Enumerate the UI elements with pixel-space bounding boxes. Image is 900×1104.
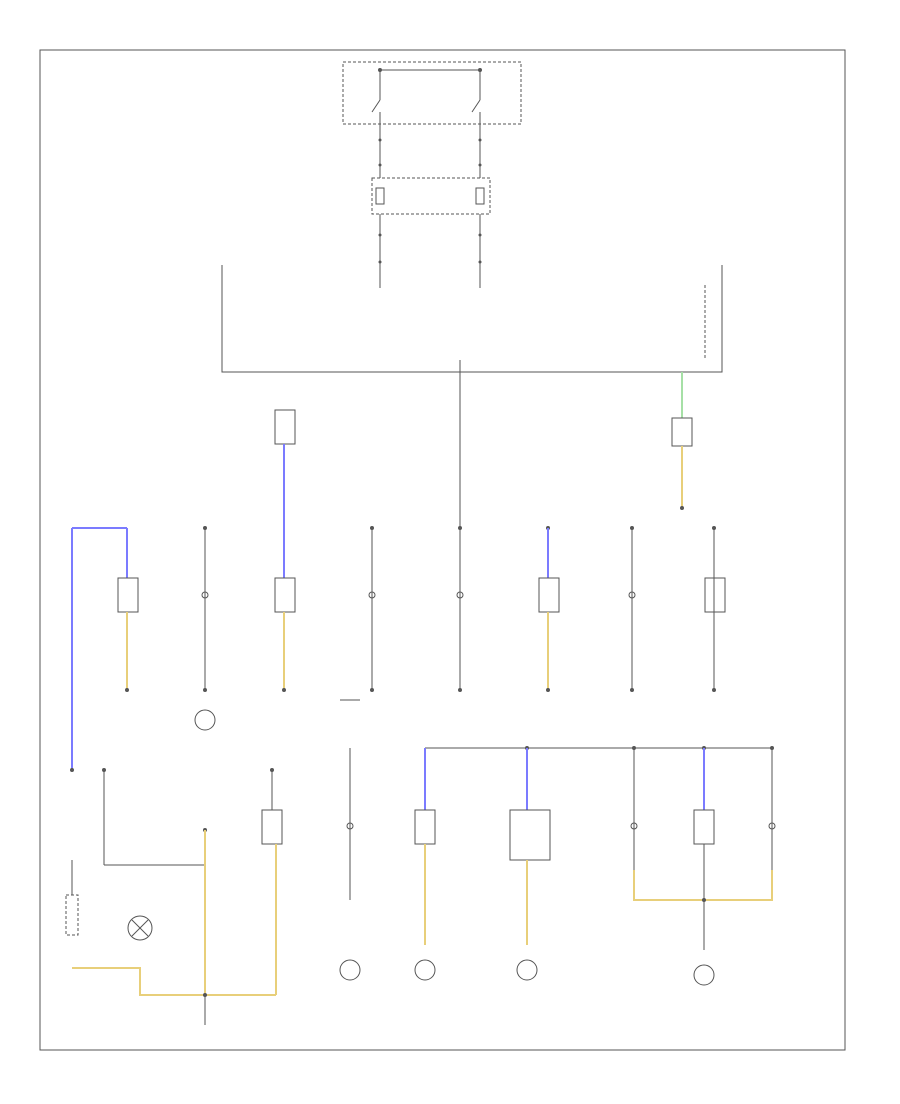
lamp-row-1 <box>71 526 726 770</box>
lamp-1 <box>117 528 139 692</box>
lamp-2 <box>201 526 209 692</box>
switch-to-fuse-wires <box>378 124 482 178</box>
diagram-frame <box>39 49 846 1051</box>
cluster-output-wires <box>459 360 693 528</box>
lower-section <box>65 746 776 1025</box>
lamp-3 <box>274 528 296 692</box>
lamp-7 <box>628 526 636 692</box>
lamp-5 <box>456 526 464 692</box>
lamp-6 <box>538 526 560 692</box>
ground-symbols-row-1 <box>194 699 360 731</box>
fuse-block <box>371 177 491 215</box>
lamp-4 <box>368 526 376 692</box>
headlight-switch <box>342 61 522 125</box>
lamp-8 <box>704 526 726 692</box>
fuse-to-cluster-wires <box>378 214 482 288</box>
instrument-cluster <box>221 265 723 373</box>
dimmer-switch <box>274 409 296 528</box>
